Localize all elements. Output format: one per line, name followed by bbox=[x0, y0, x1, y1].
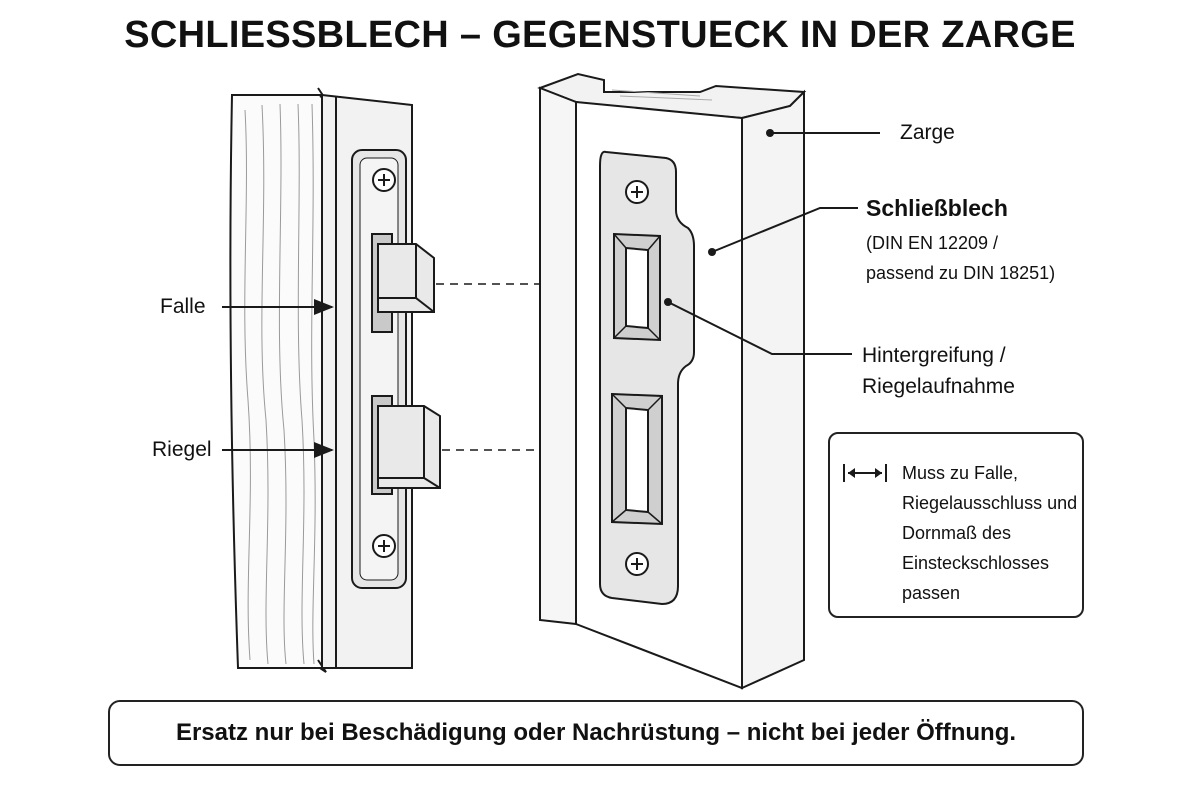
label-hintergreifung-2: Riegelaufnahme bbox=[862, 375, 1015, 398]
screw-icon bbox=[625, 180, 649, 576]
label-riegel: Riegel bbox=[152, 438, 212, 461]
footer-note: Ersatz nur bei Beschädigung oder Nachrüs… bbox=[108, 700, 1084, 766]
label-falle: Falle bbox=[160, 295, 206, 318]
note-line: passen bbox=[902, 583, 961, 603]
footer-text: Ersatz nur bei Beschädigung oder Nachrüs… bbox=[175, 719, 1017, 746]
latch-bolt bbox=[377, 243, 435, 313]
strike-plate bbox=[599, 150, 695, 606]
wood-grain bbox=[244, 103, 316, 665]
label-schliessblech: Schließblech bbox=[866, 195, 1008, 221]
note-line: Muss zu Falle, bbox=[902, 463, 1019, 483]
screw-icon bbox=[372, 168, 396, 558]
lock-faceplate bbox=[351, 149, 407, 589]
label-schliessblech-norm-1: (DIN EN 12209 / bbox=[866, 233, 999, 253]
note-text: Muss zu Falle, Riegelausschluss und Dorn… bbox=[902, 458, 1077, 608]
note-line: Riegelausschluss und bbox=[902, 493, 1078, 513]
note-line: Einsteckschlosses bbox=[902, 553, 1050, 573]
width-arrows-icon bbox=[843, 464, 887, 482]
leader-lines bbox=[222, 132, 880, 458]
label-zarge: Zarge bbox=[900, 121, 955, 144]
dead-bolt bbox=[377, 405, 441, 489]
note-line: Dornmaß des bbox=[902, 523, 1012, 543]
label-hintergreifung-1: Hintergreifung / bbox=[862, 344, 1006, 367]
diagram-title: SCHLIESSBLECH – GEGENSTUECK IN DER ZARGE bbox=[124, 14, 1076, 56]
leader-dots bbox=[664, 129, 774, 306]
label-schliessblech-norm-2: passend zu DIN 18251) bbox=[866, 263, 1056, 283]
note-box: Muss zu Falle, Riegelausschluss und Dorn… bbox=[828, 432, 1084, 618]
frame-wood-grain bbox=[611, 89, 713, 101]
